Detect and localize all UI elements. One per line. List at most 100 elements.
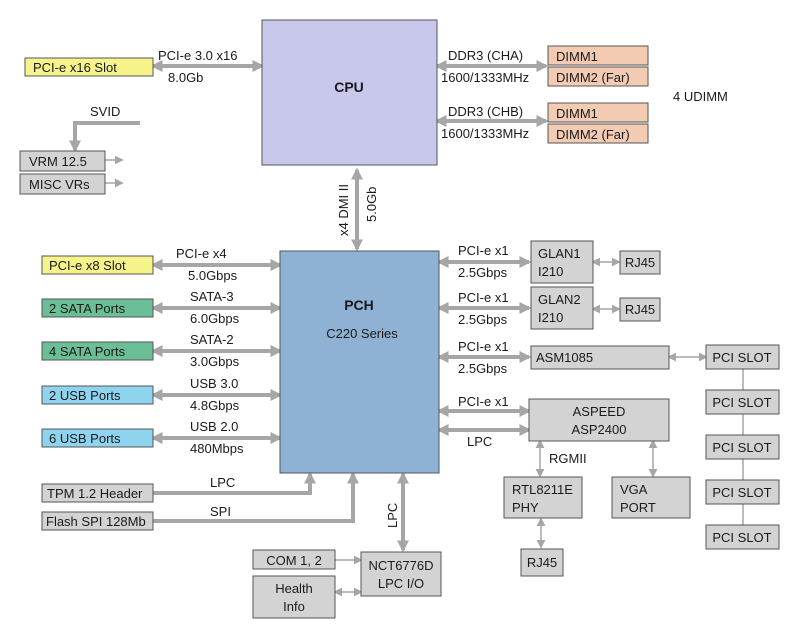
glan1-speed: 2.5Gbps bbox=[458, 265, 508, 280]
phy-rj45-label: RJ45 bbox=[527, 555, 557, 570]
pci-slot-2-label: PCI SLOT bbox=[712, 395, 771, 410]
sata-2-ports-label: 2 SATA Ports bbox=[49, 301, 126, 316]
sata-4-ports-box bbox=[41, 341, 154, 361]
glan1-box bbox=[530, 240, 594, 284]
cpu-block: CPU bbox=[261, 19, 438, 166]
usb2-speed: 480Mbps bbox=[190, 441, 244, 456]
dmi-label: x4 DMI II bbox=[336, 184, 351, 236]
phy-line2: PHY bbox=[512, 500, 539, 515]
health-info-line2: Info bbox=[283, 599, 305, 614]
sata-4-ports-label: 4 SATA Ports bbox=[49, 344, 126, 359]
pci-slot-4-box bbox=[705, 479, 780, 505]
rj45-1-box bbox=[619, 250, 661, 275]
glan1-line2: I210 bbox=[538, 264, 563, 279]
bus-connectors bbox=[69, 60, 549, 553]
glan2-box bbox=[530, 286, 594, 330]
health-info-box bbox=[252, 575, 336, 619]
dimm-a1-box bbox=[547, 45, 649, 66]
superio-lpc-label: LPC bbox=[385, 503, 400, 528]
ddr-chb-bus: DDR3 (CHB) bbox=[448, 104, 523, 119]
pch-box bbox=[279, 250, 440, 474]
pch-block: PCH C220 Series bbox=[279, 250, 440, 474]
flash-spi-box bbox=[41, 511, 154, 531]
tpm-header-box bbox=[41, 483, 154, 503]
asm-speed: 2.5Gbps bbox=[458, 361, 508, 376]
pch-label: PCH bbox=[344, 297, 374, 313]
vga-port-box bbox=[611, 476, 691, 519]
glan1-line1: GLAN1 bbox=[538, 246, 581, 261]
usb2-bus: USB 2.0 bbox=[190, 419, 238, 434]
phy-box bbox=[503, 476, 583, 519]
pcie-x16-bus: PCI-e 3.0 x16 bbox=[158, 48, 238, 63]
misc-vrs-box bbox=[19, 173, 106, 195]
tpm-lpc-label: LPC bbox=[210, 475, 235, 490]
rgmii-label: RGMII bbox=[549, 451, 587, 466]
cpu-box bbox=[261, 19, 438, 166]
glan1-bus: PCI-e x1 bbox=[458, 243, 509, 258]
dimm-a2-label: DIMM2 (Far) bbox=[556, 70, 630, 85]
ddr-cha-speed: 1600/1333MHz bbox=[441, 70, 529, 85]
rj45-2-label: RJ45 bbox=[625, 302, 655, 317]
com-box bbox=[252, 549, 336, 570]
asm-bus: PCI-e x1 bbox=[458, 339, 509, 354]
superio-line2: LPC I/O bbox=[378, 576, 424, 591]
flash-spi-label: Flash SPI 128Mb bbox=[46, 514, 146, 529]
dimm-b2-box bbox=[547, 123, 649, 144]
sata3-speed: 6.0Gbps bbox=[190, 311, 240, 326]
dimm-b2-label: DIMM2 (Far) bbox=[556, 127, 630, 142]
phy-line1: RTL8211E bbox=[512, 482, 573, 497]
aspeed-line1: ASPEED bbox=[573, 404, 626, 419]
dmi-speed: 5.0Gb bbox=[364, 187, 379, 222]
tpm-lpc-line bbox=[153, 471, 316, 495]
sata-2-ports-box bbox=[41, 298, 154, 318]
glan2-speed: 2.5Gbps bbox=[458, 312, 508, 327]
sata3-bus: SATA-3 bbox=[190, 289, 234, 304]
sata2-bus: SATA-2 bbox=[190, 332, 234, 347]
pci-slot-3-label: PCI SLOT bbox=[712, 440, 771, 455]
ddr-chb-speed: 1600/1333MHz bbox=[441, 126, 529, 141]
asm1085-box bbox=[530, 345, 670, 370]
aspeed-lpc-label: LPC bbox=[467, 434, 492, 449]
vga-line1: VGA bbox=[620, 482, 648, 497]
misc-vrs-label: MISC VRs bbox=[29, 177, 90, 192]
aspeed-pcie-label: PCI-e x1 bbox=[458, 394, 509, 409]
pcie-x16-speed: 8.0Gb bbox=[168, 70, 203, 85]
cpu-label: CPU bbox=[334, 79, 364, 95]
pcie-x8-slot bbox=[41, 255, 154, 275]
svid-line bbox=[69, 121, 140, 153]
pci-slot-2-box bbox=[705, 389, 780, 415]
glan2-bus: PCI-e x1 bbox=[458, 290, 509, 305]
pci-slot-4-label: PCI SLOT bbox=[712, 485, 771, 500]
spi-label: SPI bbox=[210, 504, 231, 519]
health-info-line1: Health bbox=[275, 581, 313, 596]
usb3-speed: 4.8Gbps bbox=[190, 398, 240, 413]
pcie-x16-slot-label: PCI-e x16 Slot bbox=[33, 60, 117, 75]
pcie-x8-slot-label: PCI-e x8 Slot bbox=[49, 258, 126, 273]
dimm-b1-label: DIMM1 bbox=[556, 106, 598, 121]
phy-rj45-box bbox=[520, 548, 564, 577]
vrm-label: VRM 12.5 bbox=[29, 154, 87, 169]
glan2-line2: I210 bbox=[538, 310, 563, 325]
superio-line1: NCT6776D bbox=[368, 558, 433, 573]
spi-line bbox=[153, 471, 359, 523]
usb3-bus: USB 3.0 bbox=[190, 376, 238, 391]
usb-6-ports-box bbox=[41, 428, 154, 448]
aspeed-line2: ASP2400 bbox=[572, 422, 627, 437]
pci-slot-1-box bbox=[705, 344, 780, 370]
tpm-header-label: TPM 1.2 Header bbox=[47, 486, 143, 501]
udimm-label: 4 UDIMM bbox=[673, 89, 728, 104]
vga-line2: PORT bbox=[620, 500, 656, 515]
dimm-a2-box bbox=[547, 66, 649, 87]
pci-slot-3-box bbox=[705, 434, 780, 460]
glan2-line1: GLAN2 bbox=[538, 292, 581, 307]
usb-2-ports-label: 2 USB Ports bbox=[49, 388, 121, 403]
aspeed-box bbox=[528, 398, 670, 442]
asm1085-label: ASM1085 bbox=[536, 350, 593, 365]
rj45-2-box bbox=[619, 297, 661, 322]
usb-2-ports-box bbox=[41, 385, 154, 405]
superio-box bbox=[360, 551, 442, 597]
pcie-x4-bus: PCI-e x4 bbox=[176, 246, 227, 261]
svid-label: SVID bbox=[90, 104, 120, 119]
pcie-x16-slot bbox=[24, 57, 154, 77]
